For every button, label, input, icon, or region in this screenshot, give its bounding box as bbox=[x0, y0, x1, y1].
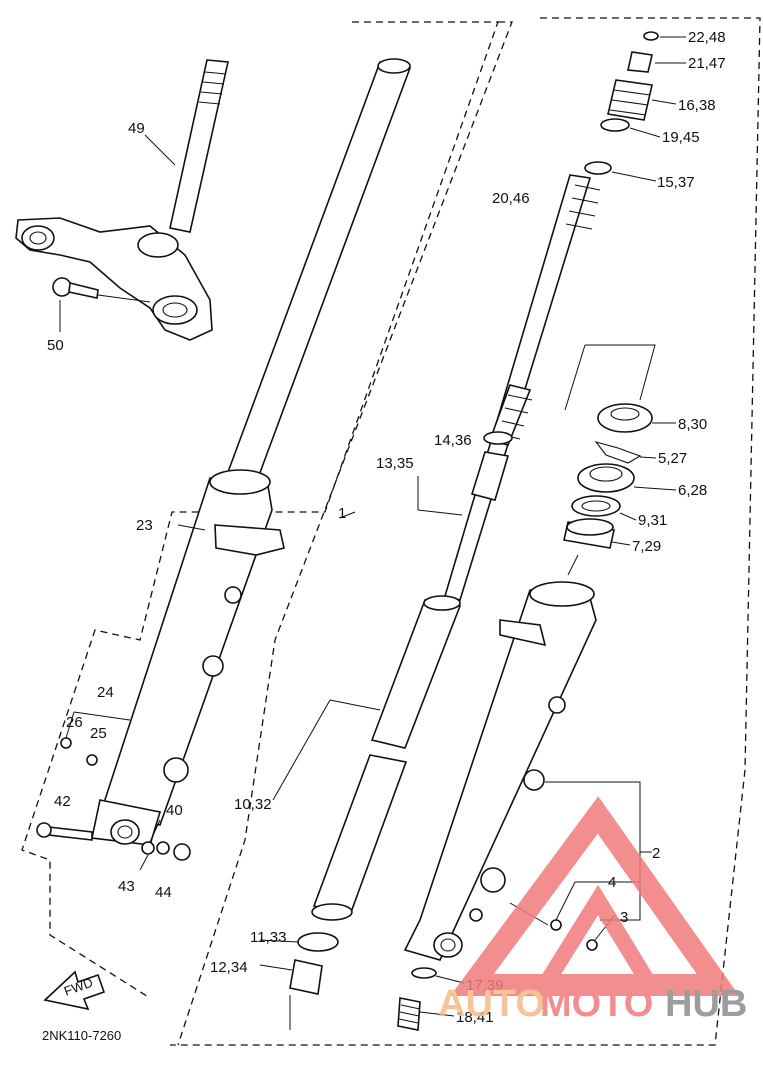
label-43: 43 bbox=[118, 878, 135, 895]
label-12-34: 12,34 bbox=[210, 959, 248, 976]
label-8-30: 8,30 bbox=[678, 416, 707, 433]
drawing-code: 2NK110-7260 bbox=[42, 1028, 121, 1043]
label-40: 40 bbox=[166, 802, 183, 819]
label-2: 2 bbox=[652, 845, 660, 862]
logo-word-hub: HUB bbox=[665, 983, 747, 1025]
label-10-32: 10,32 bbox=[234, 796, 272, 813]
label-7-29: 7,29 bbox=[632, 538, 661, 555]
label-9-31: 9,31 bbox=[638, 512, 667, 529]
logo-word-auto: AUTO bbox=[438, 983, 545, 1025]
steering-stem-bracket bbox=[15, 59, 229, 341]
label-13-35: 13,35 bbox=[376, 455, 414, 472]
label-25: 25 bbox=[90, 725, 107, 742]
label-42: 42 bbox=[54, 793, 71, 810]
label-49: 49 bbox=[128, 120, 145, 137]
left-fork-group-boundary bbox=[21, 21, 499, 999]
label-3: 3 bbox=[620, 909, 628, 926]
label-1: 1 bbox=[338, 505, 346, 522]
label-44: 44 bbox=[155, 884, 172, 901]
label-15-37: 15,37 bbox=[657, 174, 695, 191]
label-6-28: 6,28 bbox=[678, 482, 707, 499]
damper-rod-assembly bbox=[443, 174, 601, 601]
label-14-36: 14,36 bbox=[434, 432, 472, 449]
left-fork-tube bbox=[91, 58, 412, 846]
label-4: 4 bbox=[608, 874, 616, 891]
right-fork-outer-tube bbox=[403, 581, 597, 961]
label-20-46: 20,46 bbox=[492, 190, 530, 207]
inner-tube-upper bbox=[370, 595, 462, 749]
label-23: 23 bbox=[136, 517, 153, 534]
logo-inner-peak bbox=[538, 884, 657, 990]
forward-direction-arrow: FWD bbox=[43, 970, 106, 1011]
logo-word-moto: MOTO bbox=[540, 983, 653, 1025]
label-11-33: 11,33 bbox=[250, 929, 286, 946]
left-fork-small-parts bbox=[36, 737, 191, 861]
label-16-38: 16,38 bbox=[678, 97, 716, 114]
label-18-41: 18,41 bbox=[456, 1009, 494, 1026]
label-50: 50 bbox=[47, 337, 64, 354]
bracket-bolt bbox=[52, 277, 99, 299]
seal-stack bbox=[563, 403, 653, 549]
label-19-45: 19,45 bbox=[662, 129, 700, 146]
label-5-27: 5,27 bbox=[658, 450, 687, 467]
label-22-48: 22,48 bbox=[688, 29, 726, 46]
label-26: 26 bbox=[66, 714, 83, 731]
inner-tube-lower bbox=[311, 754, 408, 921]
logo-triangle bbox=[450, 796, 740, 996]
label-21-47: 21,47 bbox=[688, 55, 726, 72]
right-fork-group-boundary bbox=[170, 17, 761, 1046]
right-fork-small-parts bbox=[397, 919, 598, 1031]
cap-bolt-stack bbox=[584, 31, 659, 175]
label-24: 24 bbox=[97, 684, 114, 701]
automotohub-logo: AUTO MOTO HUB bbox=[438, 796, 747, 1025]
middle-fork-group-boundary bbox=[177, 21, 513, 1046]
